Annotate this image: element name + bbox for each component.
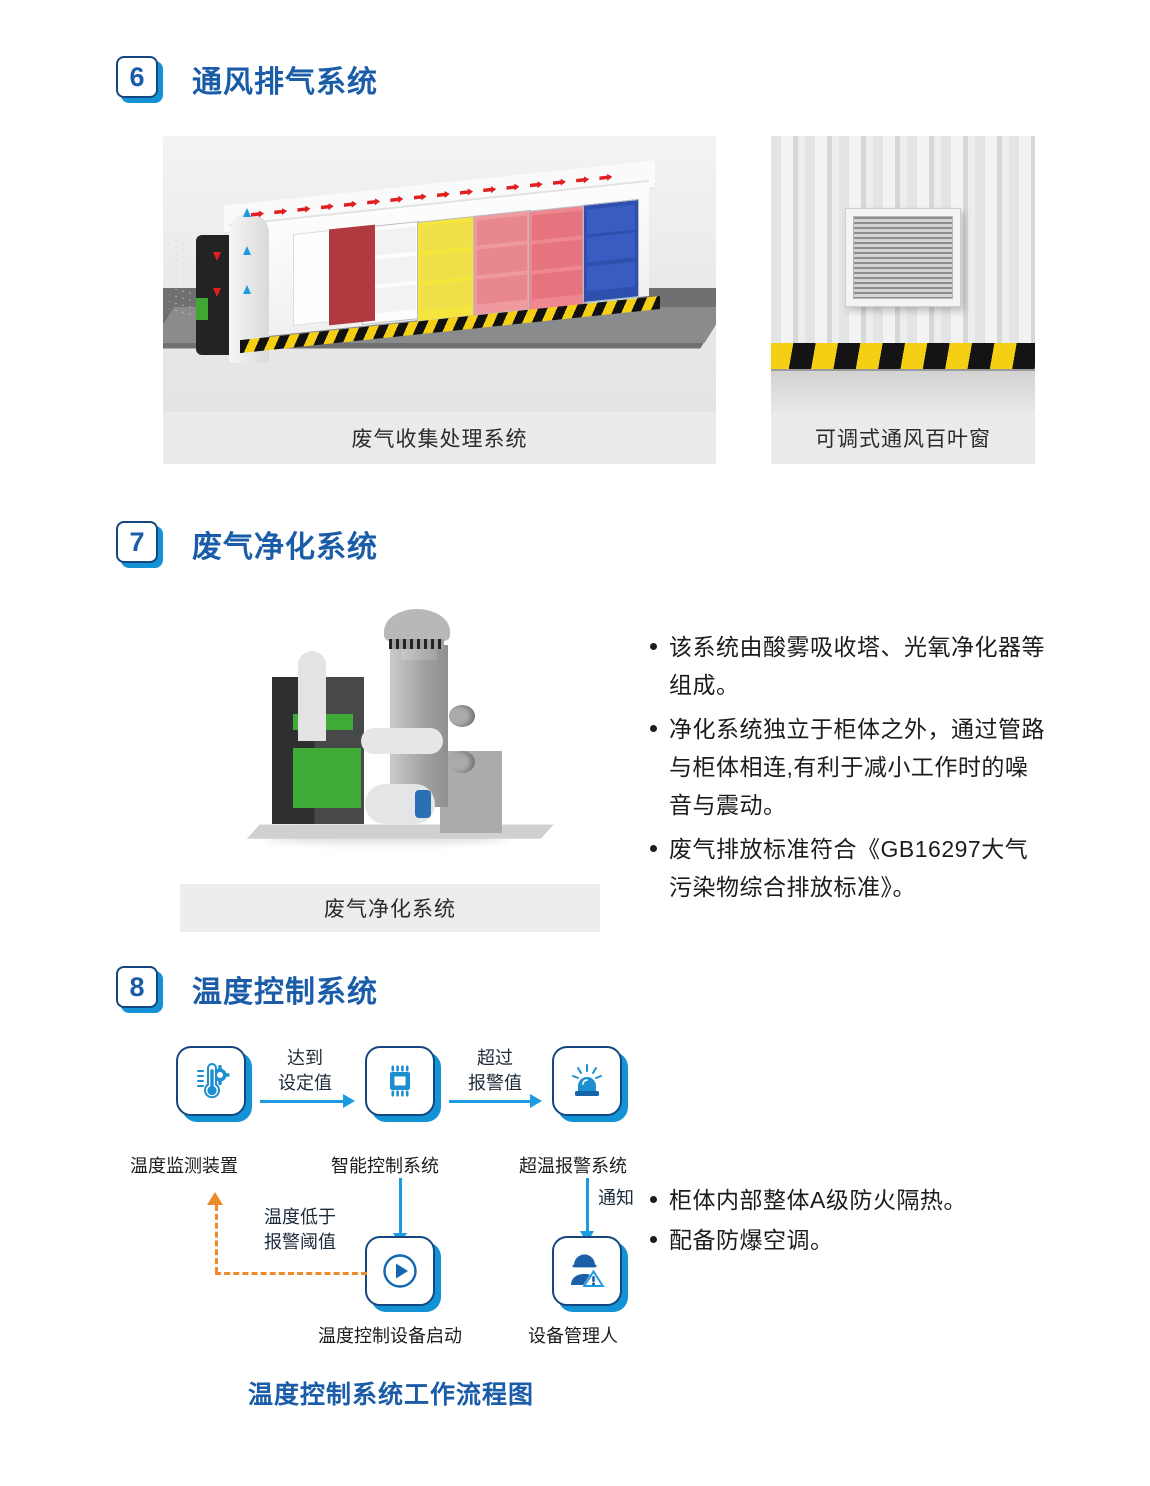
louver-slats [852,215,954,300]
intake-arrow-up [243,207,252,217]
panel-caption: 废气收集处理系统 [163,412,716,464]
connecting-duct [360,727,443,754]
bullet-text: 废气排放标准符合《GB16297大气污染物综合排放标准》。 [669,836,1029,900]
hazard-stripe-kerb [771,343,1035,371]
panel-caption: 废气净化系统 [180,884,600,932]
bullet-item: 净化系统独立于柜体之外，通过管路与柜体相连,有利于减小工作时的噪音与震动。 [650,710,1050,824]
stack-rain-cap [383,608,450,649]
purifier-green-door [293,747,362,808]
tower-nozzle [448,750,475,773]
flow-node-alarm[interactable] [552,1046,628,1122]
flow-edge-label-notify: 通知 [598,1188,634,1208]
absorption-tower [390,645,448,808]
section-title-8: 温度控制系统 [192,976,378,1009]
flow-node-label-controller: 智能控制系统 [331,1156,439,1176]
badge-number: 7 [116,521,158,563]
bullet-item: 配备防爆空调。 [650,1223,1050,1257]
bullet-text: 柜体内部整体A级防火隔热。 [669,1187,967,1213]
bullet-dot [650,725,657,732]
adjustable-louver-vent-photo [771,136,1035,412]
flow-node-device[interactable] [365,1236,441,1312]
flow-node-label-manager: 设备管理人 [528,1326,618,1346]
section-badge-7: 7 [116,521,163,568]
bullet-item: 该系统由酸雾吸收塔、光氧净化器等组成。 [650,628,1050,704]
flow-node-manager[interactable] [552,1236,628,1312]
tower-nozzle [448,705,475,728]
image-panel-louver-vent: 可调式通风百叶窗 [771,136,1035,464]
image-panel-purification: 废气净化系统 [180,600,600,932]
badge-number: 6 [116,56,158,98]
thermometer-gear-icon [197,1063,230,1099]
bullet-list-section-7: 该系统由酸雾吸收塔、光氧净化器等组成。 净化系统独立于柜体之外，通过管路与柜体相… [650,628,1050,912]
flow-node-label-device: 温度控制设备启动 [318,1326,462,1346]
section-title-7: 废气净化系统 [192,531,378,564]
bullet-item: 废气排放标准符合《GB16297大气污染物综合排放标准》。 [650,830,1050,906]
bullet-text: 该系统由酸雾吸收塔、光氧净化器等组成。 [669,634,1045,698]
image-panel-exhaust-collection: 废气收集处理系统 [163,136,716,464]
section-title-6: 通风排气系统 [192,66,378,99]
bullet-dot [650,1236,657,1243]
bullet-list-section-8: 柜体内部整体A级防火隔热。 配备防爆空调。 [650,1183,1050,1263]
section-badge-6: 6 [116,56,163,103]
section-header-8: 8 温度控制系统 [116,966,378,1013]
flow-arrow-controller-to-device [393,1178,407,1245]
flow-edge-label-reach-setpoint: 达到 设定值 [278,1048,332,1093]
flow-node-controller[interactable] [365,1046,441,1122]
flow-node-label-monitor: 温度监测装置 [130,1156,238,1176]
centrifugal-fan [364,784,435,825]
flow-edge-label-exceed-alarm: 超过 报警值 [468,1048,522,1093]
bullet-text: 配备防爆空调。 [669,1227,834,1253]
chip-icon [390,1065,410,1097]
concrete-floor [771,370,1035,412]
intake-arrow-up [243,285,252,295]
flow-arrow-monitor-to-controller [260,1094,355,1108]
exhaust-purification-equipment-3d [180,600,600,884]
louver-vent-frame [844,207,962,308]
flow-arrow-controller-to-alarm [449,1094,542,1108]
bullet-dot [650,643,657,650]
play-circle-icon [383,1254,417,1288]
flow-feedback-line-vertical [215,1205,218,1273]
panel-caption: 可调式通风百叶窗 [771,412,1035,464]
flow-feedback-line-horizontal [215,1272,367,1275]
flow-node-label-alarm: 超温报警系统 [519,1156,627,1176]
section-header-6: 6 通风排气系统 [116,56,378,103]
bullet-dot [650,1196,657,1203]
bullet-dot [650,845,657,852]
flow-node-monitor[interactable] [176,1046,252,1122]
section-badge-8: 8 [116,966,163,1013]
bullet-text: 净化系统独立于柜体之外，通过管路与柜体相连,有利于减小工作时的噪音与震动。 [669,716,1045,818]
badge-number: 8 [116,966,158,1008]
worker-warning-icon [571,1254,605,1287]
flow-diagram-caption: 温度控制系统工作流程图 [248,1381,535,1409]
flow-feedback-arrowhead [207,1192,223,1205]
siren-icon [572,1064,602,1096]
intake-arrow-up [243,246,252,256]
flow-arrow-alarm-to-manager [580,1178,594,1243]
flow-edge-label-below-threshold: 温度低于 报警阈值 [264,1207,336,1252]
inlet-duct [297,651,326,742]
section-header-7: 7 废气净化系统 [116,521,378,568]
exhaust-arrow-down [212,251,221,261]
bullet-item: 柜体内部整体A级防火隔热。 [650,1183,1050,1217]
exhaust-arrow-down [212,287,221,297]
container-exhaust-collection-3d [163,136,716,412]
